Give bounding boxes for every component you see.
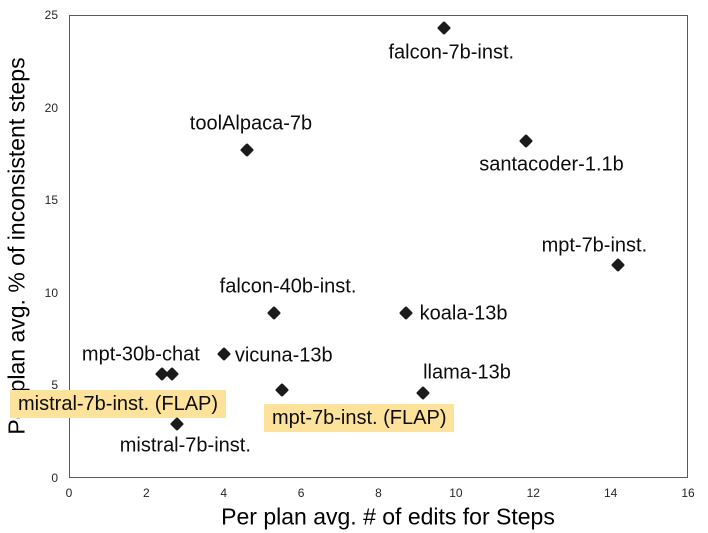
data-point-label: falcon-40b-inst. bbox=[219, 275, 357, 298]
x-axis-title: Per plan avg. # of edits for Steps bbox=[221, 503, 555, 530]
x-axis-tick-label: 0 bbox=[65, 486, 73, 500]
data-point-label: santacoder-1.1b bbox=[479, 153, 624, 176]
y-axis-tick-label: 0 bbox=[51, 471, 58, 485]
data-point-label: falcon-7b-inst. bbox=[388, 41, 515, 64]
x-axis-tick-label: 8 bbox=[375, 486, 382, 500]
data-point-label: llama-13b bbox=[423, 361, 511, 384]
x-axis-tick-label: 4 bbox=[220, 486, 228, 500]
y-axis-tick-label: 5 bbox=[51, 378, 58, 393]
y-axis-tick-label: 15 bbox=[44, 193, 58, 208]
x-axis-tick-label: 2 bbox=[143, 486, 150, 500]
y-axis-tick-label: 25 bbox=[44, 8, 58, 22]
x-axis-tick-label: 12 bbox=[526, 486, 540, 500]
data-point-label-highlighted: mpt-7b-inst. (FLAP) bbox=[264, 404, 455, 432]
data-point-label: mpt-30b-chat bbox=[81, 343, 200, 366]
data-point-label: koala-13b bbox=[419, 302, 508, 325]
data-point-label: toolAlpaca-7b bbox=[189, 112, 313, 135]
data-point-label: mpt-7b-inst. bbox=[541, 234, 648, 257]
data-point-label-highlighted: mistral-7b-inst. (FLAP) bbox=[10, 390, 227, 418]
data-point-label: mistral-7b-inst. bbox=[119, 434, 251, 457]
x-axis-tick-label: 10 bbox=[449, 486, 463, 500]
y-axis-tick-label: 20 bbox=[44, 100, 58, 115]
data-point-label: vicuna-13b bbox=[234, 344, 333, 367]
x-axis-tick-label: 14 bbox=[603, 486, 618, 500]
x-axis-tick-label: 6 bbox=[297, 486, 305, 500]
x-axis-tick-label: 16 bbox=[681, 486, 695, 500]
y-axis-tick-label: 10 bbox=[44, 285, 58, 300]
